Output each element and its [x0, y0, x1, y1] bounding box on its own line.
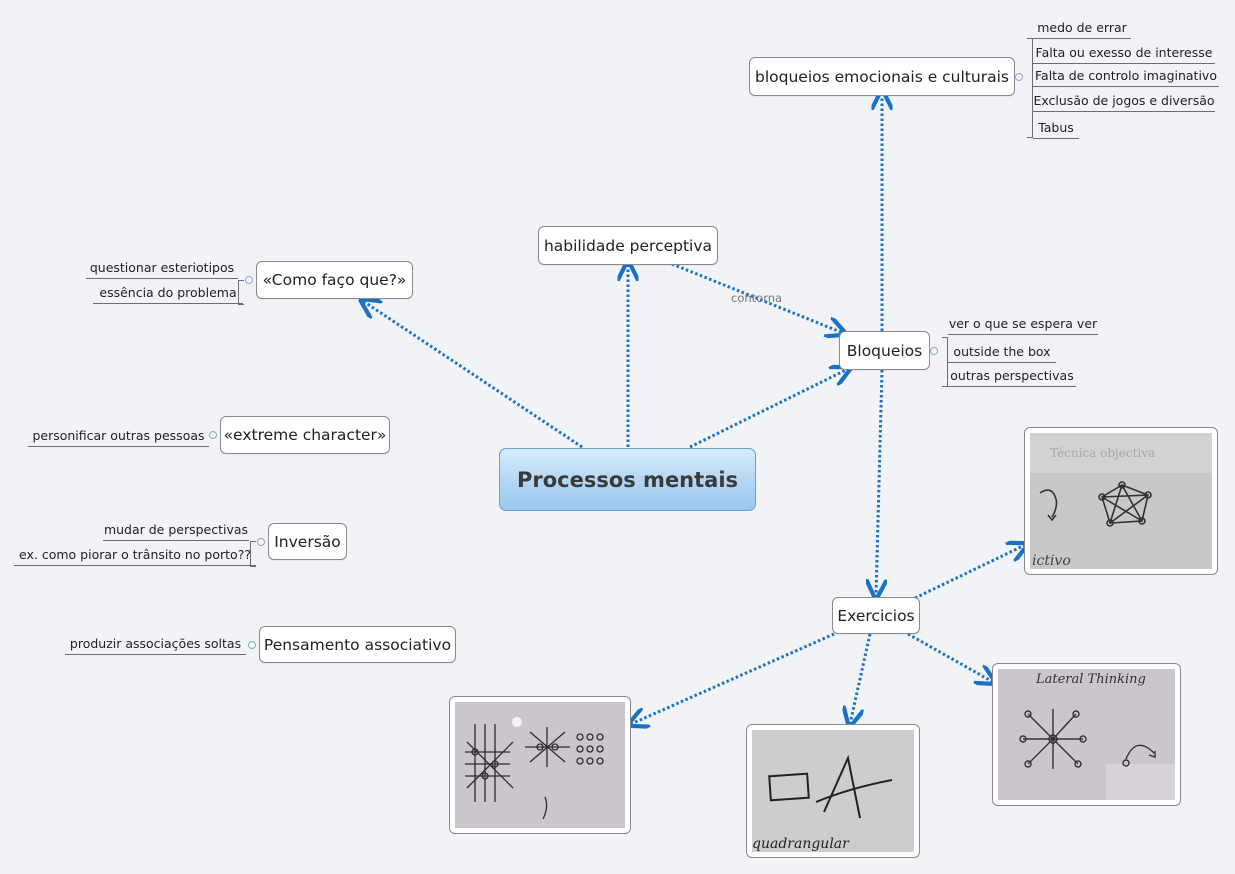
subtopic-ver-espera[interactable]: ver o que se espera ver [948, 316, 1098, 335]
topic-emocionais[interactable]: bloqueios emocionais e culturais [749, 57, 1015, 96]
topic-como-faco[interactable]: «Como faço que?» [256, 261, 413, 299]
connector-central-bloqueios [689, 369, 848, 449]
collapse-dot-emocionais[interactable] [1015, 73, 1023, 81]
subtopic-outside-box[interactable]: outside the box [948, 344, 1056, 363]
subtopic-transito[interactable]: ex. como piorar o trânsito no porto?? [14, 547, 256, 566]
svg-text:Técnica objectiva: Técnica objectiva [1050, 446, 1155, 460]
svg-text:quadrangular: quadrangular [752, 836, 850, 852]
collapse-dot-bloqueios[interactable] [930, 347, 938, 355]
subtopic-falta-controlo[interactable]: Falta de controlo imaginativo [1033, 68, 1219, 87]
connector-exercicios-photo3 [850, 633, 872, 724]
svg-text:ictivo: ictivo [1032, 553, 1071, 569]
subtopic-questionar[interactable]: questionar esteriotipos [86, 260, 238, 279]
topic-habilidade[interactable]: habilidade perceptiva [538, 226, 718, 265]
topic-associativo[interactable]: Pensamento associativo [259, 626, 456, 663]
topic-extreme[interactable]: «extreme character» [220, 416, 390, 454]
subtopic-essencia[interactable]: essência do problema [93, 285, 243, 304]
connector-exercicios-photo1 [914, 545, 1025, 600]
topic-bloqueios[interactable]: Bloqueios [839, 331, 930, 370]
collapse-dot-associativo[interactable] [248, 641, 256, 649]
subtopic-personificar[interactable]: personificar outras pessoas [28, 428, 209, 447]
collapse-dot-extreme[interactable] [209, 431, 217, 439]
connector-habilidade-bloqueios [671, 262, 843, 333]
connector-bloqueios-exercicios [876, 369, 882, 596]
sketch-image-4 [455, 702, 625, 828]
subtopic-outras-perspectivas[interactable]: outras perspectivas [948, 368, 1076, 387]
connector-central-como [363, 301, 583, 449]
subtopic-mudar[interactable]: mudar de perspectivas [103, 522, 249, 541]
subtopic-exclusao[interactable]: Exclusão de jogos e diversão [1033, 93, 1215, 112]
svg-text:Lateral Thinking: Lateral Thinking [1035, 672, 1146, 687]
exercise-photo-3[interactable]: quadrangular [746, 724, 920, 858]
bracket-emocionais [1027, 38, 1033, 138]
collapse-dot-inversao[interactable] [257, 538, 265, 546]
bracket-inversao [250, 541, 256, 567]
subtopic-medo[interactable]: medo de errar [1033, 20, 1131, 39]
connector-exercicios-photo4 [631, 632, 835, 724]
topic-exercicios[interactable]: Exercicios [832, 597, 920, 634]
exercise-photo-2[interactable]: Lateral Thinking [992, 663, 1181, 806]
exercise-photo-4[interactable] [449, 696, 631, 834]
sketch-image-1: Técnica objectiva ictivo [1030, 433, 1212, 569]
bracket-como-faco [238, 280, 244, 305]
collapse-dot-como-faco[interactable] [245, 276, 253, 284]
exercise-photo-1[interactable]: Técnica objectiva ictivo [1024, 427, 1218, 575]
connector-exercicios-photo2 [907, 632, 993, 682]
sketch-image-3: quadrangular [752, 730, 914, 852]
relationship-label: contorna [731, 291, 783, 305]
sketch-image-2: Lateral Thinking [998, 669, 1175, 800]
topic-inversao[interactable]: Inversão [268, 523, 347, 560]
subtopic-falta-interesse[interactable]: Falta ou exesso de interesse [1033, 45, 1215, 64]
subtopic-associacoes[interactable]: produzir associações soltas [65, 636, 246, 655]
subtopic-tabus[interactable]: Tabus [1033, 120, 1079, 139]
central-topic[interactable]: Processos mentais [499, 448, 756, 511]
bracket-bloqueios [942, 337, 948, 387]
